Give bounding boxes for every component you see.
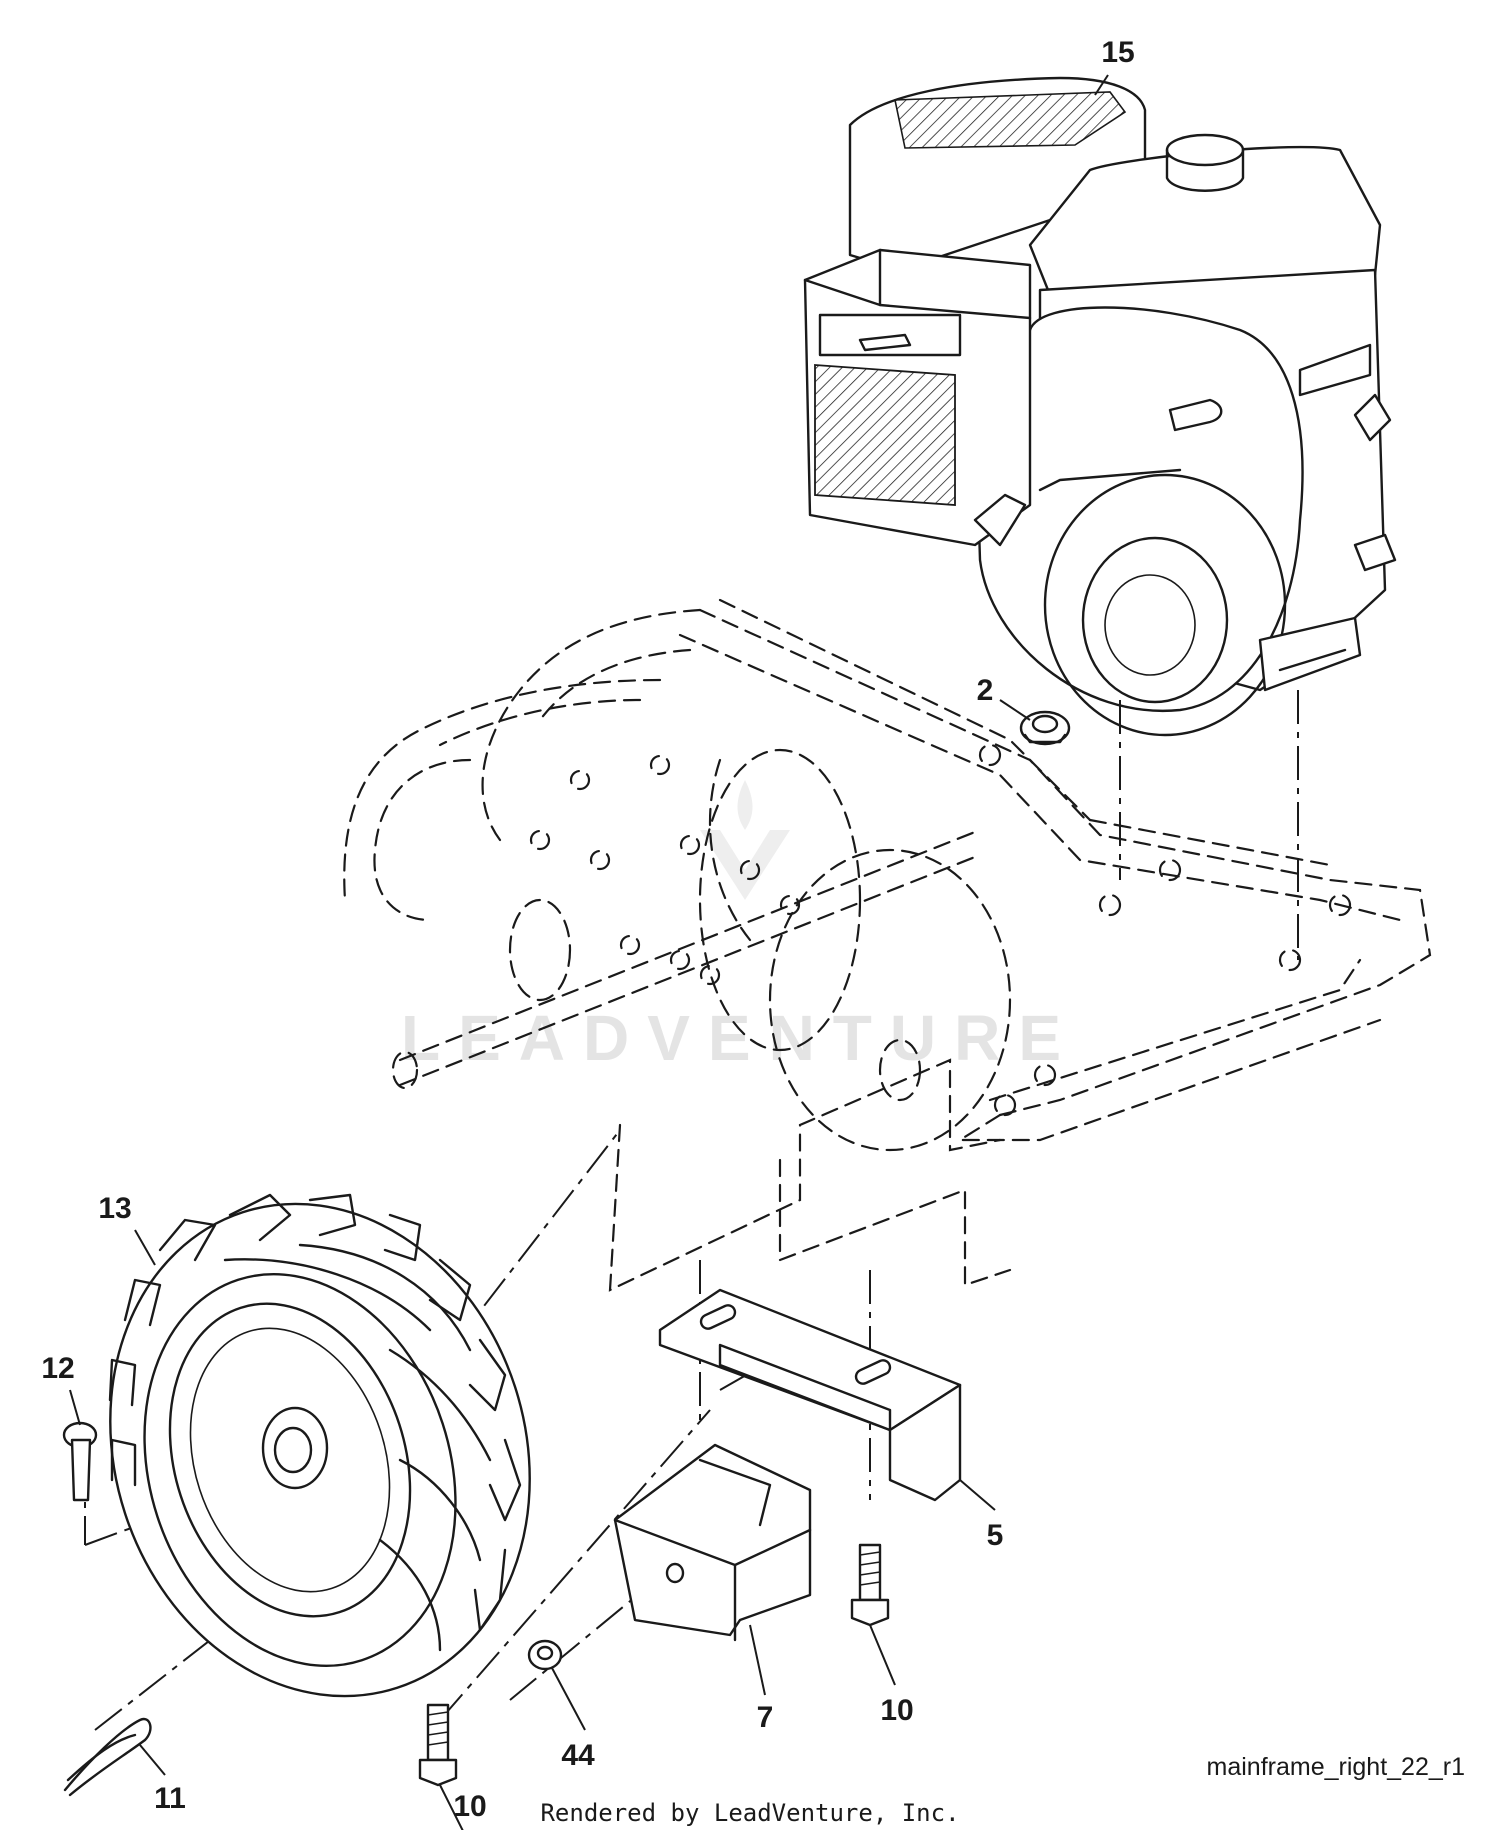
callout-labels: 15 2 13 12 5 10 7 44 10 11 (41, 36, 1134, 1823)
leader-lines (69, 74, 1109, 1830)
diagram-id: mainframe_right_22_r1 (1207, 1753, 1465, 1781)
callout-12: 12 (41, 1352, 74, 1385)
callout-5: 5 (987, 1519, 1004, 1552)
engine-assembly (803, 76, 1397, 737)
callout-10-right: 10 (880, 1694, 913, 1727)
callout-2: 2 (977, 674, 994, 707)
hardware (62, 710, 1071, 1797)
engine-mount-centerlines (1119, 690, 1299, 960)
watermark-text: LEADVENTURE (401, 1002, 1079, 1074)
ballast-block (613, 1443, 812, 1642)
callout-11: 11 (154, 1782, 186, 1815)
callout-7: 7 (757, 1701, 774, 1734)
callout-44: 44 (561, 1739, 595, 1772)
wheel-tire (108, 1193, 531, 1698)
callout-13: 13 (98, 1192, 131, 1225)
tiller-frame-phantom (343, 598, 1432, 1292)
callout-15: 15 (1101, 36, 1134, 69)
render-credit: Rendered by LeadVenture, Inc. (540, 1799, 959, 1827)
mounting-bracket (658, 1288, 962, 1502)
callout-10-bottom: 10 (453, 1790, 486, 1823)
